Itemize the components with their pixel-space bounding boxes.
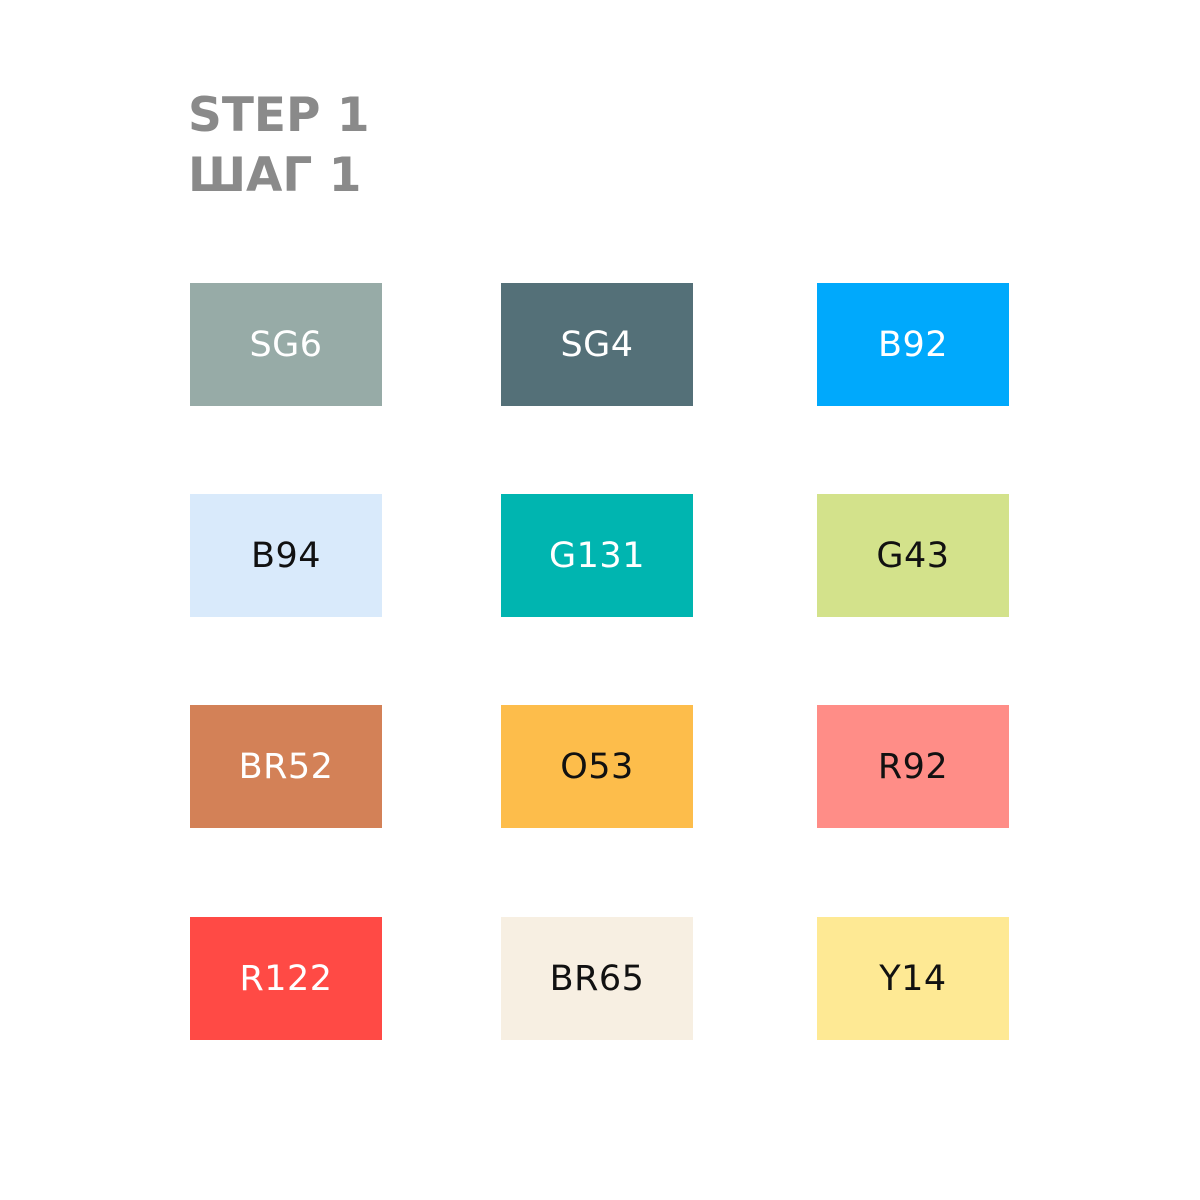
color-swatch: R92 [817,705,1009,828]
color-swatch: SG4 [501,283,693,406]
color-swatch: Y14 [817,917,1009,1040]
color-swatch: G131 [501,494,693,617]
swatch-code: G43 [876,535,950,576]
color-swatch: R122 [190,917,382,1040]
color-swatch: O53 [501,705,693,828]
color-swatch: BR65 [501,917,693,1040]
swatch-code: O53 [560,746,634,787]
swatch-code: Y14 [879,958,947,999]
color-swatch: B92 [817,283,1009,406]
swatch-code: BR65 [549,958,645,999]
swatch-code: B92 [877,324,949,365]
swatch-code: B94 [250,535,322,576]
color-swatch: BR52 [190,705,382,828]
swatch-code: G131 [549,535,645,576]
color-swatch: B94 [190,494,382,617]
step-heading: STEP 1 ШАГ 1 [188,86,370,206]
color-swatch: G43 [817,494,1009,617]
swatch-code: SG4 [560,324,634,365]
swatch-code: BR52 [238,746,334,787]
swatch-code: SG6 [249,324,323,365]
color-swatch: SG6 [190,283,382,406]
step-title-english: STEP 1 [188,88,370,143]
step-title-russian: ШАГ 1 [188,148,362,203]
swatch-code: R92 [877,746,949,787]
swatch-code: R122 [239,958,333,999]
